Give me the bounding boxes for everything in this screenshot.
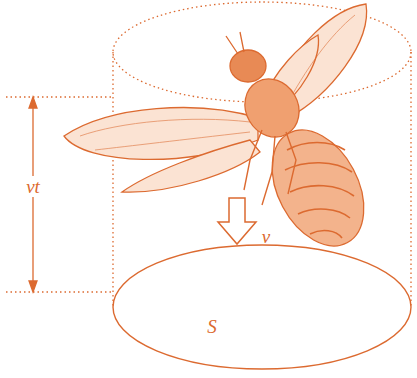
height-label: vt	[24, 176, 42, 197]
cylinder-outline	[6, 2, 411, 307]
velocity-label: v	[260, 226, 272, 247]
bee-figure	[64, 4, 382, 262]
area-label: S	[205, 316, 219, 337]
velocity-arrow	[218, 198, 256, 244]
base-ellipse	[113, 245, 411, 369]
